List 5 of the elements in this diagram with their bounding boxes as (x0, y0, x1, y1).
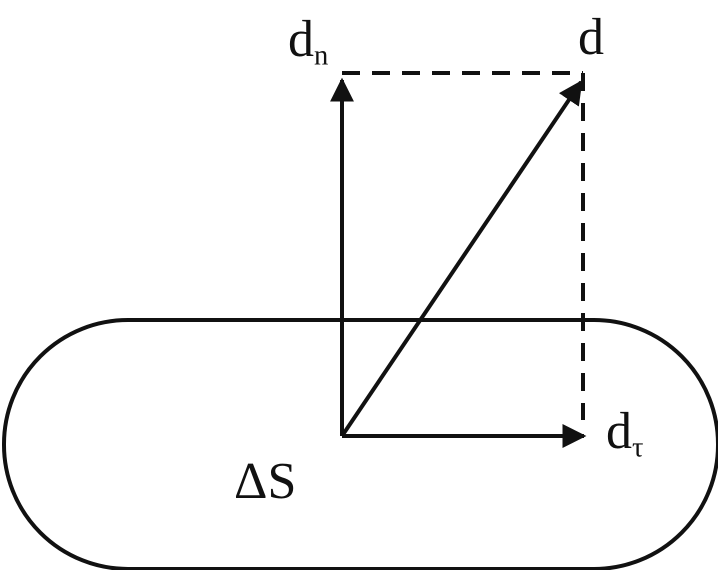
vector-label: d (578, 12, 604, 64)
vector-label: d$_{τ}$ (606, 406, 644, 464)
vector-label: d$_{n}$ (288, 14, 328, 72)
surface-outline (2, 318, 718, 570)
area-label: ΔS (234, 456, 296, 508)
